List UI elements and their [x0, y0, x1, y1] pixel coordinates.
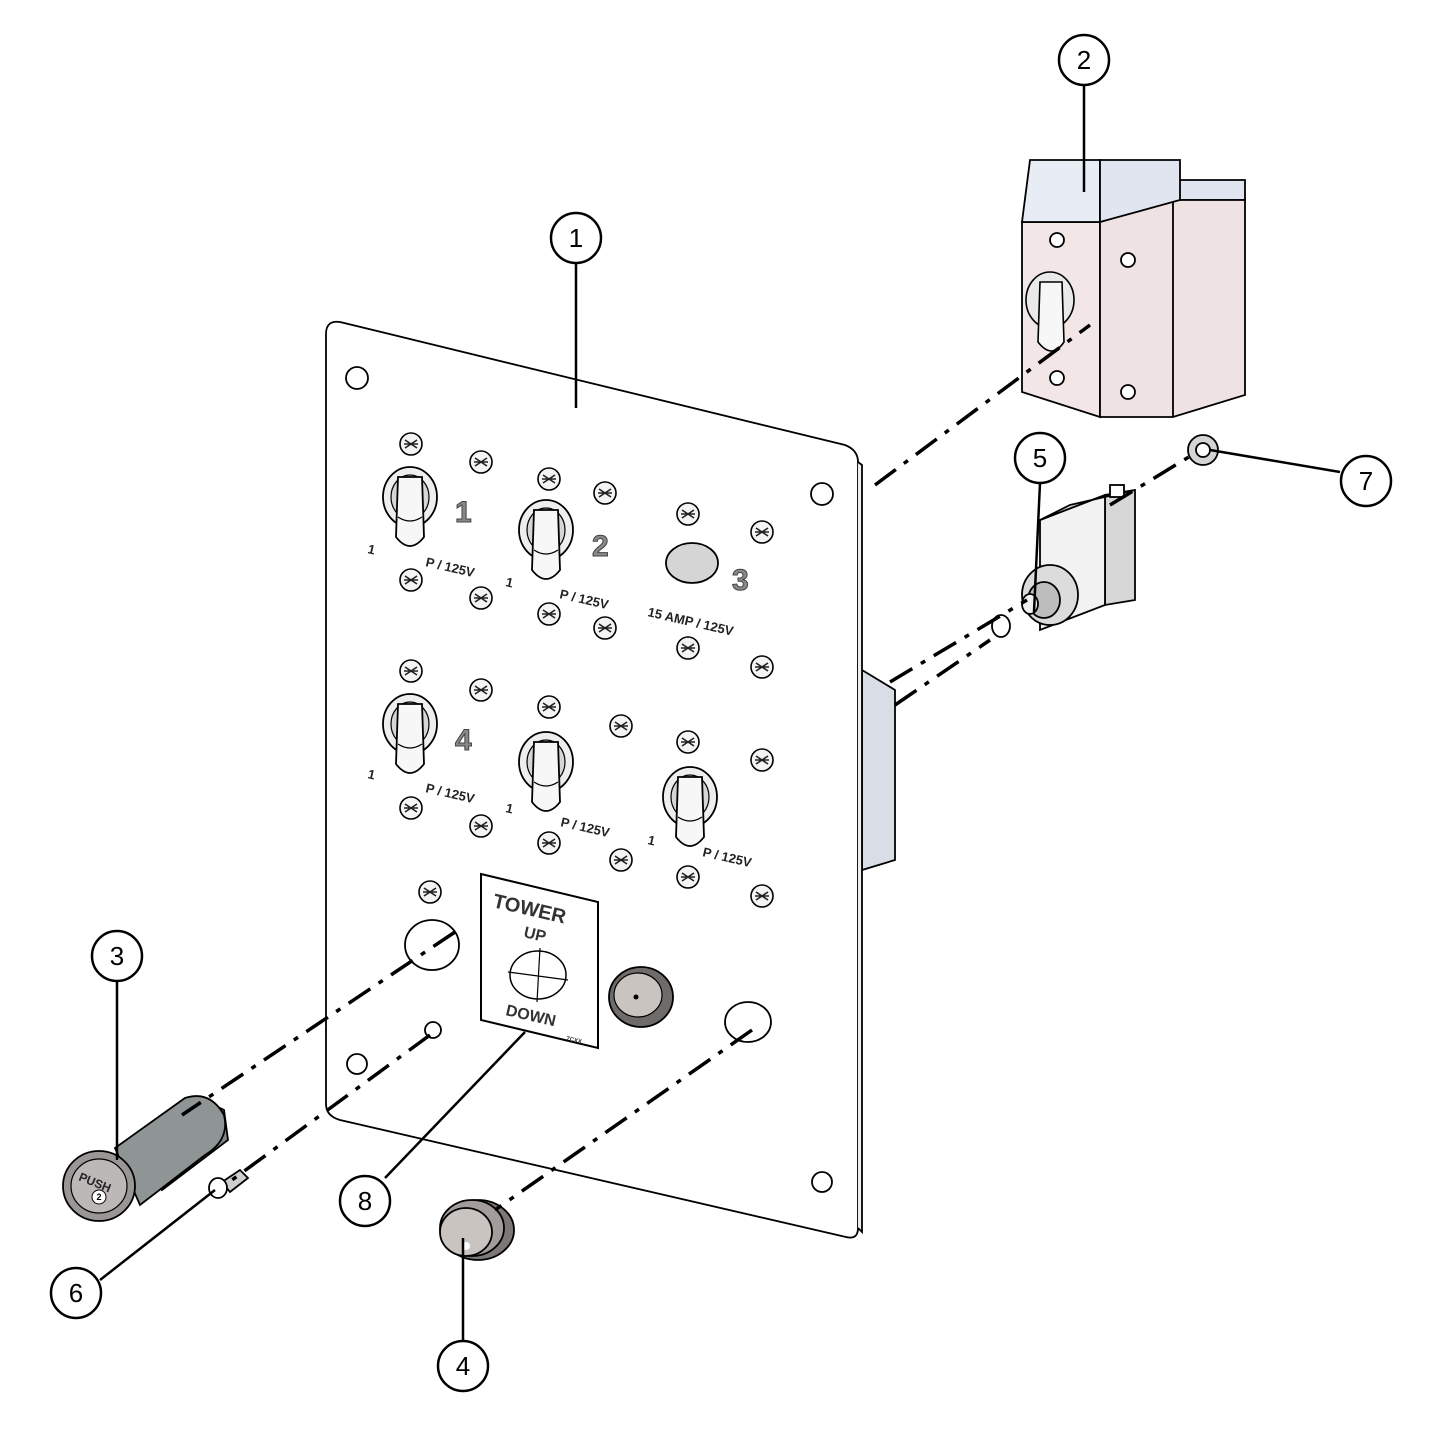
callout-1-label: 1 — [569, 223, 583, 253]
callout-4: 4 — [436, 1339, 490, 1393]
switch-number-2: 2 — [592, 530, 609, 563]
callout-5: 5 — [1013, 431, 1067, 485]
placard-small-mark: 7CXX — [566, 1036, 583, 1045]
switch-number-1: 1 — [455, 496, 472, 529]
knob-mount-hole — [724, 1001, 772, 1043]
switch-3-blank-hole — [665, 542, 719, 584]
rating-partial-1a: 1 — [366, 541, 376, 557]
rating-partial-4a: 1 — [366, 766, 376, 782]
callout-6-label: 6 — [69, 1278, 83, 1308]
leader-lines — [99, 85, 1341, 1340]
callout-3: 3 — [90, 929, 144, 983]
placard-crosshair-icon — [507, 947, 569, 1003]
fuse-cap-number: 2 — [96, 1192, 101, 1202]
fuse-holder: PUSH 2 — [62, 1095, 229, 1222]
callout-8-label: 8 — [358, 1186, 372, 1216]
callout-3-label: 3 — [110, 941, 124, 971]
hex-nut — [1187, 434, 1219, 466]
push-knob — [439, 1199, 515, 1261]
callout-5-label: 5 — [1033, 443, 1047, 473]
switch-panel: 1 2 3 4 1 P / 125V 1 P / 125V 15 AMP / 1… — [325, 320, 896, 1239]
toggle-switch-assembly — [991, 484, 1136, 638]
switch-number-4: 4 — [455, 724, 472, 757]
callout-8: 8 — [338, 1174, 392, 1228]
rating-partial-5a: 1 — [504, 800, 514, 816]
switch-number-3: 3 — [732, 564, 749, 597]
callout-2: 2 — [1057, 33, 1111, 87]
callout-2-label: 2 — [1077, 45, 1091, 75]
tower-placard: TOWER UP DOWN 7CXX — [480, 872, 599, 1050]
mounting-screw — [208, 1168, 250, 1199]
mounted-knob — [608, 966, 674, 1028]
circuit-breaker-assembly — [1020, 159, 1246, 419]
callout-6: 6 — [49, 1266, 103, 1320]
callout-7: 7 — [1339, 454, 1393, 508]
placard-up: UP — [522, 924, 548, 946]
callout-4-label: 4 — [456, 1351, 470, 1381]
assembly-lines — [181, 323, 1193, 1212]
rating-partial-2a: 1 — [504, 574, 514, 590]
callout-7-label: 7 — [1359, 466, 1373, 496]
callout-1: 1 — [549, 211, 603, 265]
rating-partial-6a: 1 — [646, 832, 656, 848]
fuse-holder-hole — [404, 919, 460, 971]
